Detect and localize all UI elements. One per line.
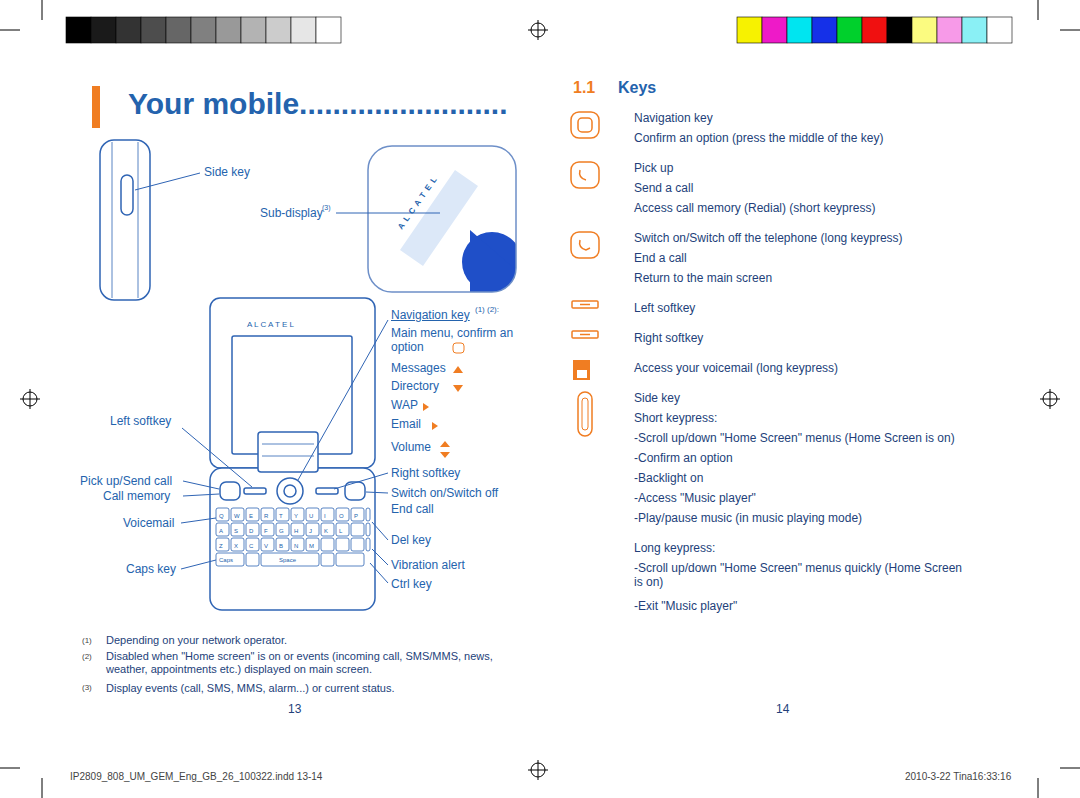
key-letter: G bbox=[279, 528, 284, 534]
label-text: Right softkey bbox=[634, 331, 703, 345]
label-text: Messages bbox=[391, 361, 446, 375]
key-letter: J bbox=[309, 528, 312, 534]
key-letter: X bbox=[234, 543, 238, 549]
label-text: Pick up bbox=[634, 161, 673, 175]
label-text: Keys bbox=[618, 78, 656, 97]
label-text: -Scroll up/down "Home Screen" menus quic… bbox=[634, 561, 964, 590]
label-text: Short keypress: bbox=[634, 411, 717, 425]
label-text: -Scroll up/down "Home Screen" menus (Hom… bbox=[634, 431, 955, 445]
label-text: IP2809_808_UM_GEM_Eng_GB_26_100322.indd … bbox=[70, 771, 322, 783]
label-text: Directory bbox=[391, 379, 439, 393]
key-letter: F bbox=[264, 528, 268, 534]
key-letter: P bbox=[354, 513, 358, 519]
label-text: -Access "Music player" bbox=[634, 491, 756, 505]
key-letter: L bbox=[339, 528, 342, 534]
key-letter: H bbox=[294, 528, 298, 534]
label-text: 13 bbox=[288, 702, 301, 716]
label-text: (1) (2): bbox=[475, 305, 499, 315]
label-text: Switch on/Switch off the telephone (long… bbox=[634, 231, 903, 245]
page-title: Your mobile......................... bbox=[128, 86, 508, 122]
key-letter: Space bbox=[279, 557, 296, 563]
label-text: (1) bbox=[82, 636, 92, 646]
key-letter: A bbox=[219, 528, 223, 534]
label-text: Confirm an option (press the middle of t… bbox=[634, 131, 883, 145]
label-text: Display events (call, SMS, MMS, alarm...… bbox=[106, 682, 395, 695]
key-letter: C bbox=[249, 543, 253, 549]
label-text: Access call memory (Redial) (short keypr… bbox=[634, 201, 875, 215]
label-text: Send a call bbox=[634, 181, 693, 195]
label-text: (3) bbox=[82, 683, 92, 693]
label-text: Voicemail bbox=[123, 516, 174, 530]
label-text: Email bbox=[391, 417, 421, 431]
label-text: -Play/pause music (in music playing mode… bbox=[634, 511, 862, 525]
label-text: Pick up/Send call bbox=[80, 474, 172, 488]
key-letter: U bbox=[309, 513, 313, 519]
label-text: Call memory bbox=[103, 489, 170, 503]
label-text: Disabled when "Home screen" is on or eve… bbox=[106, 650, 516, 676]
label-text: Vibration alert bbox=[391, 558, 465, 572]
label-text: Side key bbox=[634, 391, 680, 405]
key-letter: S bbox=[234, 528, 238, 534]
key-letter: N bbox=[294, 543, 298, 549]
label-text: Navigation key bbox=[634, 111, 713, 125]
key-letter: B bbox=[279, 543, 283, 549]
label-text: Left softkey bbox=[634, 301, 695, 315]
label-text: (2) bbox=[82, 652, 92, 662]
label-text: Main menu, confirm an option bbox=[391, 326, 516, 355]
label-text: End a call bbox=[634, 251, 687, 265]
label-text: End call bbox=[391, 502, 434, 516]
key-letter: E bbox=[249, 513, 253, 519]
key-letter: I bbox=[324, 513, 326, 519]
key-letter: M bbox=[309, 543, 314, 549]
key-letter: Q bbox=[219, 513, 224, 519]
key-letter: T bbox=[279, 513, 283, 519]
label-text: 2010-3-22 Tina16:33:16 bbox=[905, 771, 1011, 783]
label-text: WAP bbox=[391, 398, 418, 412]
label-text: A L C A T E L bbox=[247, 320, 294, 330]
label-text: 14 bbox=[776, 702, 789, 716]
key-letter: K bbox=[324, 528, 328, 534]
label-text: Long keypress: bbox=[634, 541, 715, 555]
key-letter: W bbox=[234, 513, 240, 519]
key-letter: D bbox=[249, 528, 253, 534]
label-text: Sub-display bbox=[260, 206, 323, 220]
label-text: 1.1 bbox=[573, 78, 595, 97]
label-text: (3) bbox=[322, 204, 331, 212]
label-text: Switch on/Switch off bbox=[391, 486, 498, 500]
label-text: Left softkey bbox=[110, 414, 171, 428]
key-letter: R bbox=[264, 513, 268, 519]
label-text: -Backlight on bbox=[634, 471, 703, 485]
key-letter: Z bbox=[219, 543, 223, 549]
label-text: Right softkey bbox=[391, 466, 460, 480]
label-text: Access your voicemail (long keypress) bbox=[634, 361, 838, 375]
label-text: Side key bbox=[204, 165, 250, 179]
key-letter: Caps bbox=[219, 557, 233, 563]
label-text: Depending on your network operator. bbox=[106, 634, 287, 647]
label-text: Return to the main screen bbox=[634, 271, 772, 285]
key-letter: O bbox=[339, 513, 344, 519]
label-text: Navigation key bbox=[391, 308, 470, 322]
label-text: Volume bbox=[391, 440, 431, 454]
label-text: -Exit "Music player" bbox=[634, 599, 737, 613]
label-text: -Confirm an option bbox=[634, 451, 733, 465]
key-letter: Y bbox=[294, 513, 298, 519]
label-text: Ctrl key bbox=[391, 577, 432, 591]
label-text: Del key bbox=[391, 533, 431, 547]
key-letter: V bbox=[264, 543, 268, 549]
label-text: Caps key bbox=[126, 562, 176, 576]
